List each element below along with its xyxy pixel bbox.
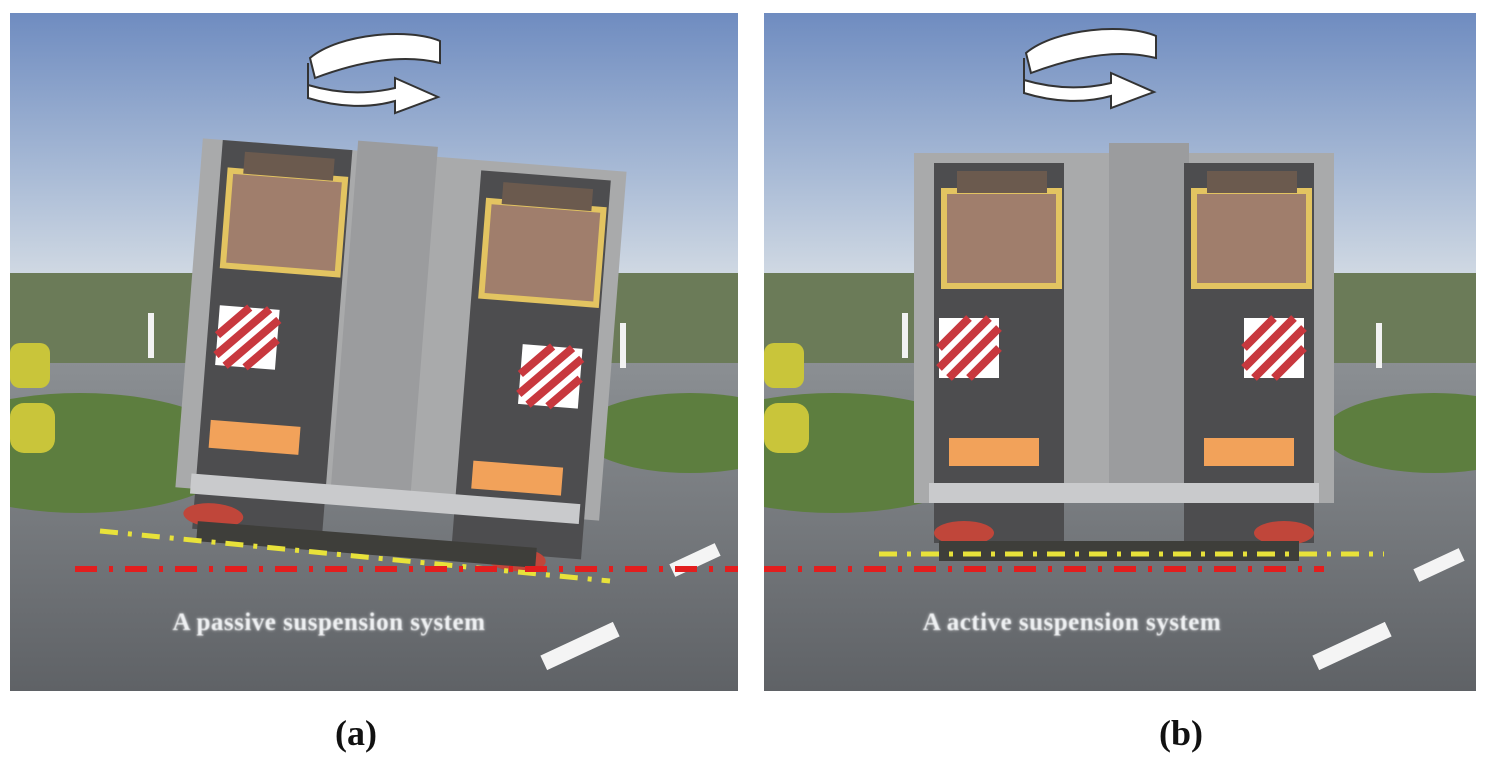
rear-truck-active (914, 143, 1334, 561)
passive-suspension-scene (10, 13, 738, 691)
panel-active: A active suspension system (764, 13, 1476, 691)
rear-truck-passive (175, 138, 627, 572)
panel-label-a: (a) (335, 713, 377, 753)
scene-caption: A active suspension system (922, 609, 1222, 636)
roll-arrow-icon (307, 33, 441, 115)
panel-label-b: (b) (1159, 713, 1203, 753)
scene-caption: A passive suspension system (172, 609, 486, 636)
roll-arrow-icon (1023, 28, 1157, 110)
panel-passive: A passive suspension system (10, 13, 738, 691)
axle-reference-line (99, 528, 611, 584)
active-suspension-scene (764, 13, 1476, 691)
